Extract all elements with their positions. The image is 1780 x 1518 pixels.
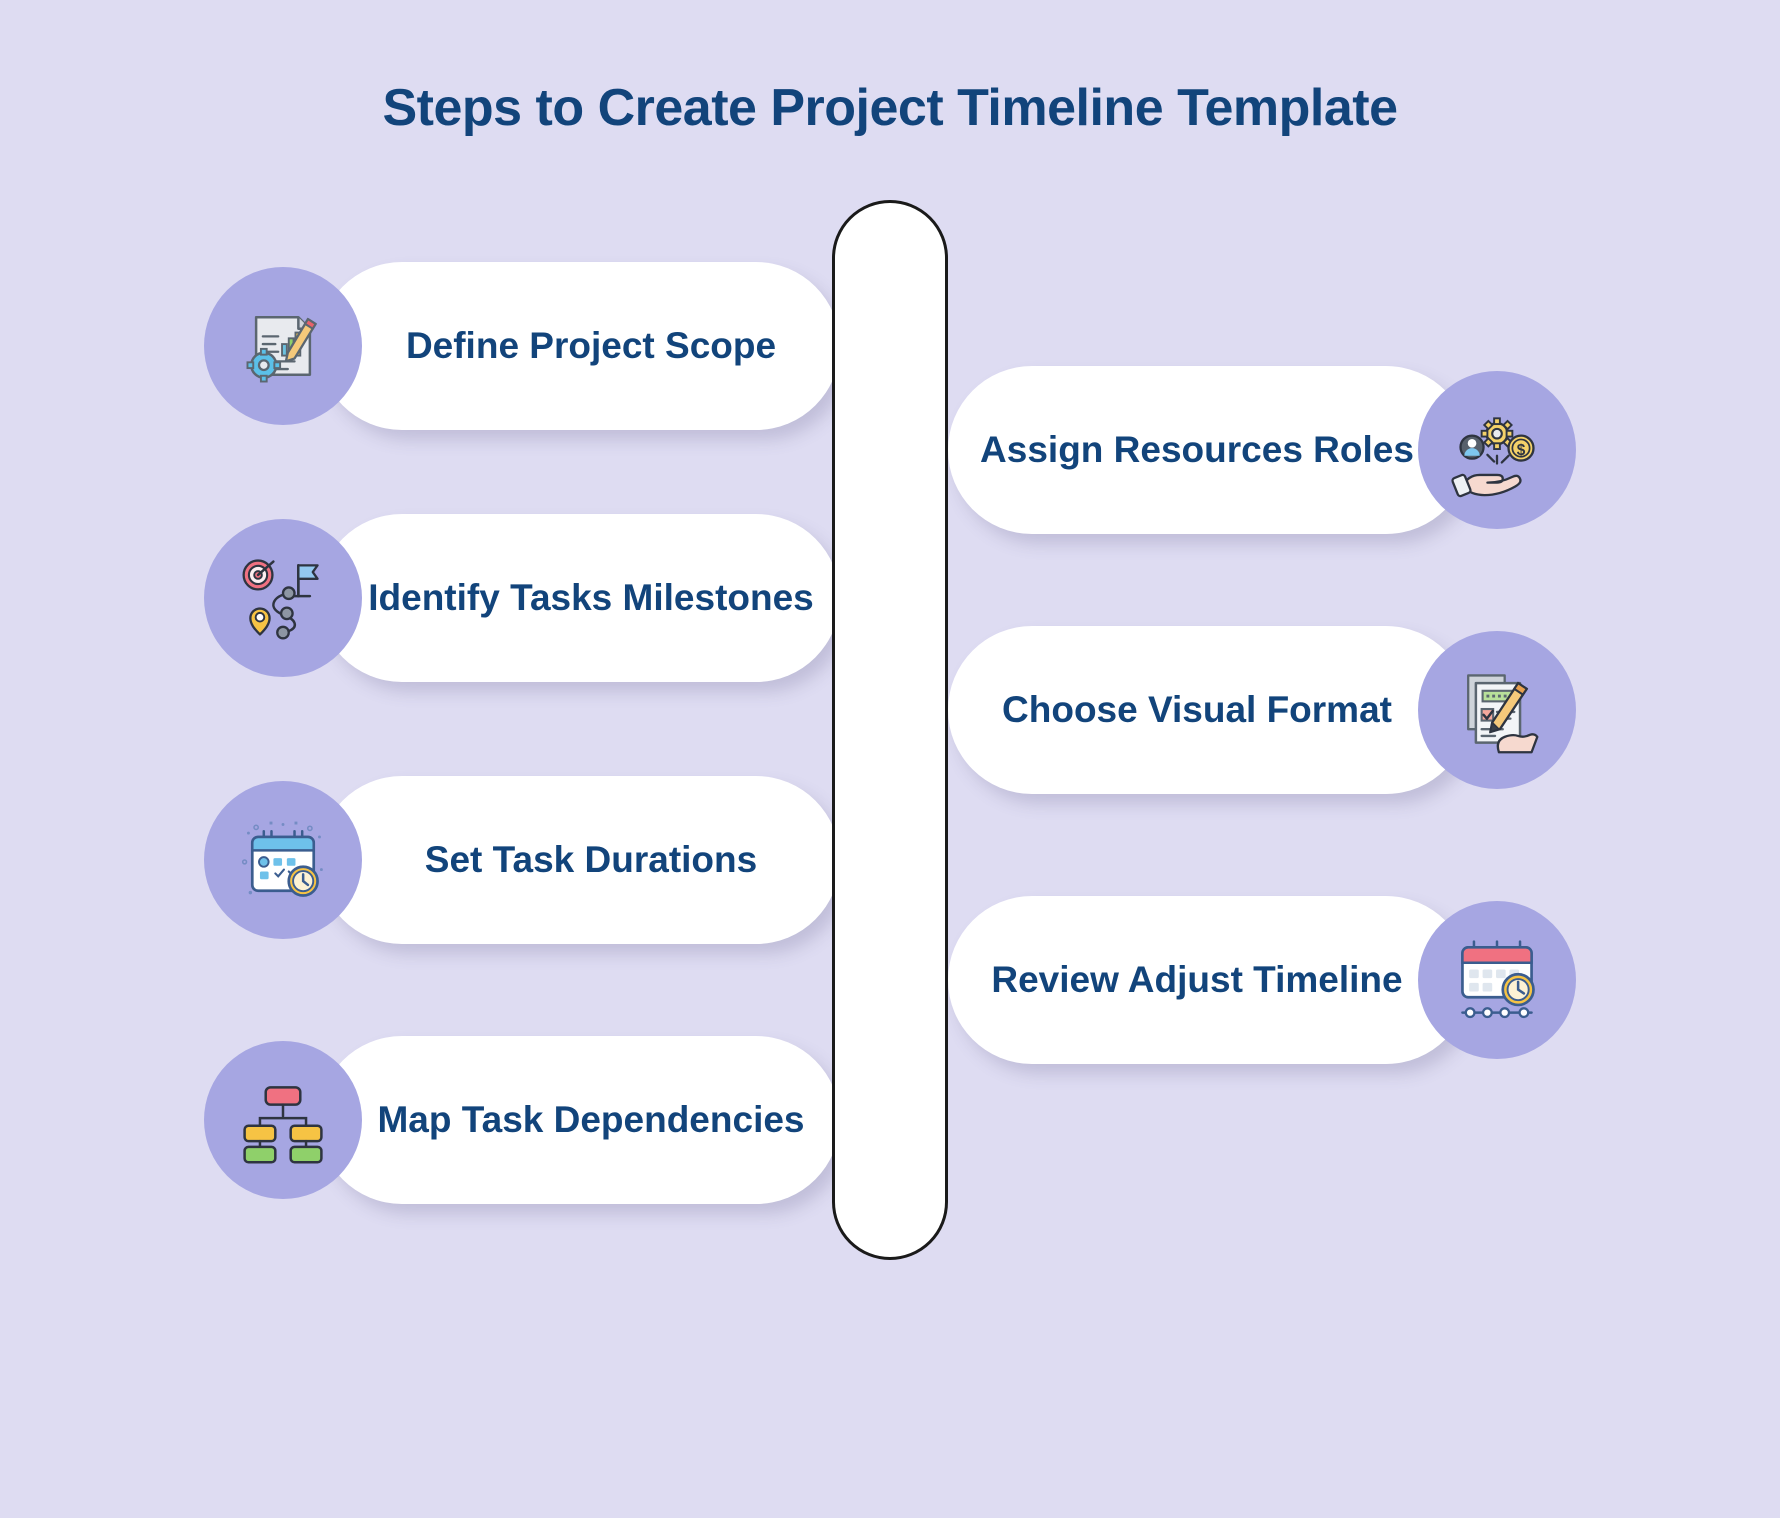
step-card-review-adjust-timeline[interactable]: Review Adjust Timeline (948, 896, 1470, 1064)
step-card-identify-tasks-milestones[interactable]: Identify Tasks Milestones (318, 514, 840, 682)
calendar-clock-icon (204, 781, 362, 939)
step-label: Map Task Dependencies (377, 1099, 805, 1141)
step-label: Choose Visual Format (1002, 689, 1392, 731)
hierarchy-flowchart-icon (204, 1041, 362, 1199)
step-label: Review Adjust Timeline (991, 959, 1403, 1001)
step-card-assign-resources-roles[interactable]: Assign Resources Roles (948, 366, 1470, 534)
page-title: Steps to Create Project Timeline Templat… (382, 79, 1398, 137)
step-label: Set Task Durations (424, 839, 758, 881)
central-timeline-bar (832, 200, 948, 1260)
checklist-pencil-icon (1418, 631, 1576, 789)
step-card-map-task-dependencies[interactable]: Map Task Dependencies (318, 1036, 840, 1204)
svg-text:$: $ (1517, 442, 1526, 459)
step-card-set-task-durations[interactable]: Set Task Durations (318, 776, 840, 944)
calendar-timeline-clock-icon (1418, 901, 1576, 1059)
step-card-define-project-scope[interactable]: Define Project Scope (318, 262, 840, 430)
step-label: Assign Resources Roles (980, 429, 1414, 471)
document-gear-chart-pencil-icon (204, 267, 362, 425)
step-label: Identify Tasks Milestones (368, 577, 814, 619)
hand-resources-gear-coin-icon: $ (1418, 371, 1576, 529)
target-flag-path-icon (204, 519, 362, 677)
step-label: Define Project Scope (405, 325, 777, 367)
step-card-choose-visual-format[interactable]: Choose Visual Format (948, 626, 1470, 794)
